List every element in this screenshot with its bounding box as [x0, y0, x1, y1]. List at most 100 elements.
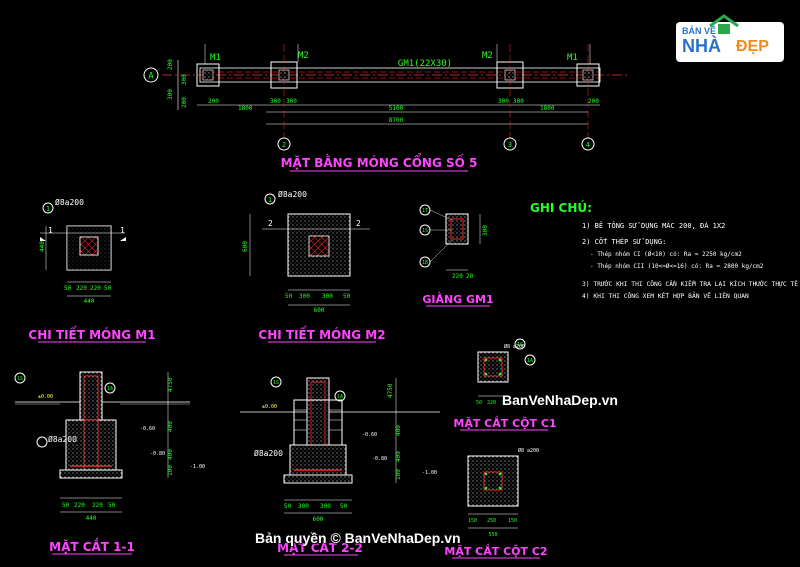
s11-dim-right-1: 4750: [167, 377, 174, 392]
m2-dim-b3: 300: [322, 293, 333, 300]
site-logo: BẢN VẼ NHÀ ĐẸP: [672, 12, 792, 68]
c1-mark-2: 1A: [527, 358, 533, 364]
c1-rebar: Ø8 a200: [504, 343, 525, 350]
m2-dim-b1: 50: [285, 293, 293, 300]
c2-dim-b2: 250: [487, 518, 496, 524]
s22-dim-right-2: 400: [395, 425, 402, 436]
s22-level-3: -0.80: [372, 456, 387, 462]
s11-mark-1: 1S: [17, 376, 23, 382]
s22-dim-b1: 50: [284, 503, 292, 510]
s22-dim-right-3: 400: [395, 451, 402, 462]
plan-dim-6: 300: [513, 98, 524, 105]
s22-rebar: Ø8a200: [254, 448, 283, 458]
m1-mark: 1: [46, 205, 50, 213]
note-line-3: - Thép nhóm CI (Ø<10) có: Ra = 2250 kg/c…: [590, 251, 742, 258]
logo-text-3: ĐẸP: [736, 38, 769, 55]
m2-cut-left: 2: [268, 219, 273, 228]
s11-level-1: ±0.00: [38, 394, 53, 400]
axis-label-4: 4: [586, 141, 590, 149]
footing-label-1: M1: [210, 53, 221, 63]
plan-title: MẶT BẰNG MÓNG CỔNG SỐ 5: [281, 153, 478, 170]
m1-dim-b1: 50: [64, 285, 72, 292]
s11-dim-b4: 50: [108, 502, 116, 509]
s22-level-2: -0.60: [362, 432, 377, 438]
s22-dim-b2: 300: [298, 503, 309, 510]
note-line-6: 4) KHI THI CÔNG XEM KẾT HỢP BẢN VẼ LIÊN …: [582, 291, 749, 300]
gm1-dim-left: 300: [482, 225, 489, 236]
watermark-bottom: Bản quyền © BanVeNhaDep.vn: [255, 530, 461, 546]
plan-dim-3: 300: [270, 98, 281, 105]
s11-title: MẶT CẮT 1-1: [49, 538, 135, 554]
note-line-4: - Thép nhóm CII (10<=Ø<=16) có: Ra = 280…: [590, 263, 764, 270]
s11-level-3: -0.80: [150, 451, 165, 457]
grid-a-label: A: [148, 72, 154, 82]
notes-title: GHI CHÚ:: [530, 200, 592, 215]
note-line-5: 3) TRƯỚC KHI THI CÔNG CẦN KIỂM TRA LẠI K…: [582, 279, 800, 288]
detail-m1: 1 Ø8a200 1 1 50 220 220 50 440 440 CHI T…: [28, 197, 156, 343]
s22-dim-right-1: 4750: [387, 383, 394, 398]
plan-dim-left-1: 300: [167, 89, 174, 100]
plan-dim-4: 300: [286, 98, 297, 105]
m1-rebar: Ø8a200: [55, 197, 84, 207]
m1-title: CHI TIẾT MÓNG M1: [28, 326, 155, 342]
s22-dim-b4: 50: [340, 503, 348, 510]
s11-level-4: -1.00: [190, 464, 205, 470]
note-line-1: 1) BÊ TÔNG SỬ DỤNG MÁC 200, ĐÁ 1X2: [582, 221, 725, 230]
s11-dim-right-4: 100: [167, 465, 174, 476]
plan-dim-8: 200: [588, 98, 599, 105]
column-c2: Ø8 a200 150 250 150 550 MẶT CẮT CỘT C2: [444, 447, 548, 559]
s11-mark-2: 1A: [107, 386, 113, 392]
plan-dim-total: 8700: [389, 117, 404, 124]
gm1-mark-1s: 1S: [422, 228, 428, 234]
m1-cut-right: 1: [120, 226, 125, 235]
footing-label-3: M2: [482, 51, 493, 61]
gm1-dim-b2: 20: [466, 273, 474, 280]
section-2-2: 1S 1A Ø8a200 ±0.00 -0.60 -0.80 -1.00 475…: [240, 376, 440, 556]
m2-dim-total: 600: [314, 307, 325, 314]
m1-dim-b3: 220: [90, 285, 101, 292]
detail-m2: 1 Ø8a200 2 2 50 300 300 50 600 600 CHI T…: [242, 189, 386, 343]
plan-dim-top-2: 300: [181, 74, 188, 85]
s11-rebar: Ø8a200: [48, 434, 77, 444]
s22-level-4: -1.00: [422, 470, 437, 476]
m2-dim-left: 600: [242, 241, 249, 252]
axis-label-2: 2: [282, 141, 286, 149]
footing-label-4: M1: [567, 53, 578, 63]
beam-label: GM1(22X30): [398, 59, 452, 69]
c1-mark-1: 1S: [517, 342, 523, 348]
m1-dim-left: 440: [39, 241, 46, 252]
c2-dim-b3: 150: [508, 518, 517, 524]
gm1-title: GIẰNG GM1: [422, 291, 493, 306]
c2-title: MẶT CẮT CỘT C2: [444, 543, 547, 558]
c1-dim-b2: 220: [487, 400, 496, 406]
s22-dim-right-4: 100: [395, 469, 402, 480]
c1-dim-b3: 50: [502, 400, 508, 406]
c2-dim-total: 550: [488, 532, 497, 538]
s11-dim-b3: 220: [92, 502, 103, 509]
s11-dim-right-2: 400: [167, 421, 174, 432]
axis-label-3: 3: [508, 141, 512, 149]
foundation-plan: A GM1(22X30) M1 M2 M2 M1: [143, 44, 630, 172]
m1-dim-b4: 50: [104, 285, 112, 292]
plan-dim-left-2: 200: [181, 97, 188, 108]
s22-level-1: ±0.00: [262, 404, 277, 410]
plan-dim-top-1: 200: [167, 59, 174, 70]
m2-rebar: Ø8a200: [278, 189, 307, 199]
footing-label-2: M2: [298, 51, 309, 61]
gm1-mark-1b: 1B: [422, 260, 428, 266]
s22-dim-total: 600: [313, 516, 324, 523]
s22-dim-b3: 300: [320, 503, 331, 510]
plan-dim-2: 1800: [238, 105, 253, 112]
m2-dim-b4: 50: [343, 293, 351, 300]
plan-dim-5: 300: [498, 98, 509, 105]
s22-mark-1: 1S: [273, 380, 279, 386]
plan-footing-1: [196, 63, 220, 87]
c2-dim-b1: 150: [468, 518, 477, 524]
s22-mark-2: 1A: [337, 394, 343, 400]
c2-rebar: Ø8 a200: [518, 447, 539, 454]
section-1-1: 1S 1A Ø8a200 ±0.00 -0.60 -0.80 -1.00 475…: [14, 371, 205, 555]
s11-dim-b1: 50: [62, 502, 70, 509]
s22-title: MẶT CẮT 2-2: [277, 539, 363, 555]
s11-dim-b2: 220: [74, 502, 85, 509]
